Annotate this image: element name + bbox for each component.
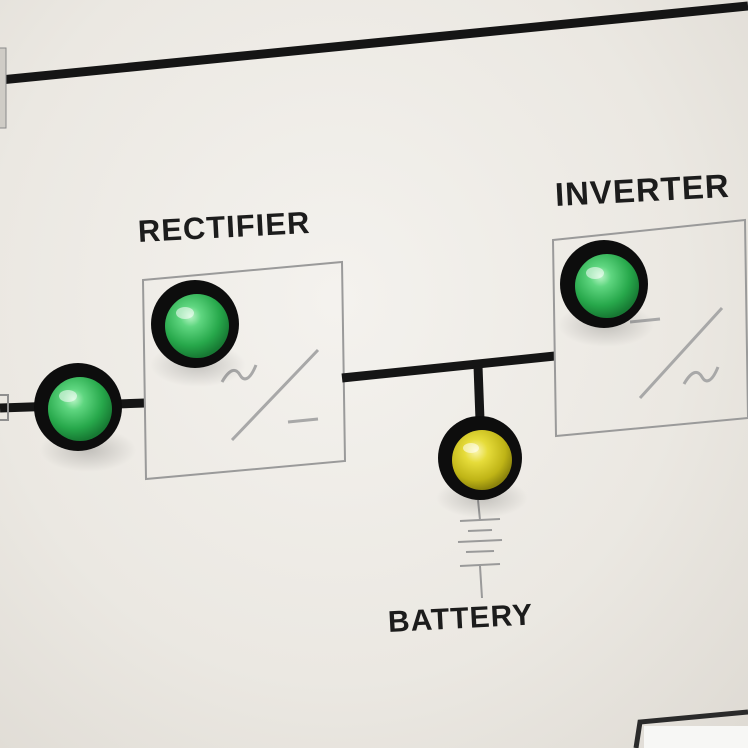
inverter-ac-symbol xyxy=(682,366,720,385)
bottom-right-plate xyxy=(644,726,748,748)
bottom-right-frame xyxy=(633,709,748,748)
battery-indicator-led xyxy=(438,416,522,500)
inverter-box xyxy=(551,218,748,438)
dc-bus-line xyxy=(341,351,556,383)
rectifier-indicator-led xyxy=(151,280,239,368)
battery-drop-line xyxy=(473,365,485,421)
top-edge-line xyxy=(0,1,748,85)
battery-symbol xyxy=(457,499,503,599)
inverter-slash xyxy=(638,306,724,400)
rectifier-dc-symbol xyxy=(287,417,319,424)
left-edge-frame xyxy=(0,47,7,129)
input-bracket xyxy=(0,394,9,421)
rectifier-box xyxy=(141,260,347,481)
inverter-indicator-led xyxy=(560,240,648,328)
input-indicator-led xyxy=(34,363,122,451)
rectifier-slash xyxy=(230,348,320,442)
